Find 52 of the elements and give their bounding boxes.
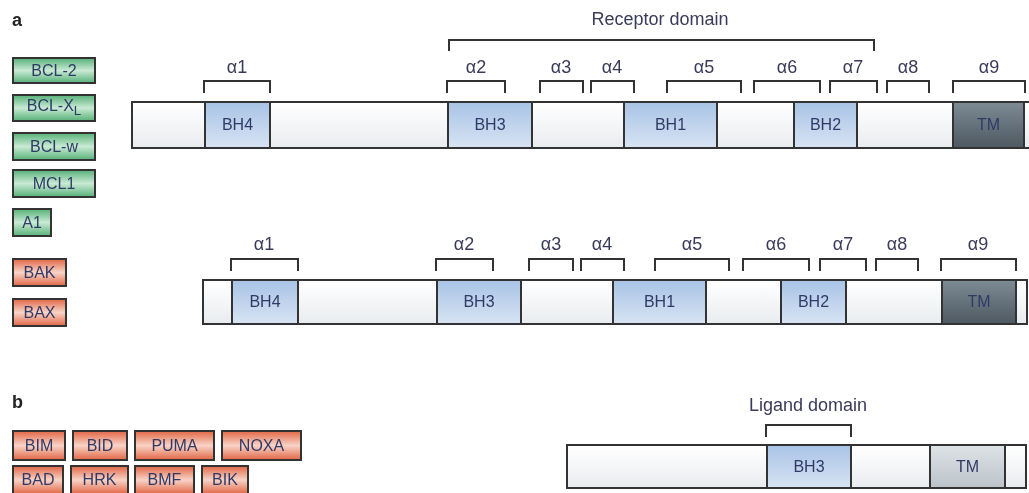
protein-name-box: BAX <box>12 298 67 327</box>
protein-name-box: BAK <box>12 258 67 287</box>
helix-label: α3 <box>540 233 562 255</box>
helix-label: α7 <box>832 233 854 255</box>
helix-label: α7 <box>842 56 864 78</box>
helix-label: α8 <box>897 56 919 78</box>
domain-segment: BH3 <box>766 446 852 487</box>
protein-name-box: BCL-2 <box>12 57 96 84</box>
protein-name-box: HRK <box>70 465 129 493</box>
domain-segment: BH4 <box>231 281 299 323</box>
domain-segment: TM <box>941 281 1017 323</box>
helix-label: α4 <box>591 233 613 255</box>
helix-label: α9 <box>978 56 1000 78</box>
protein-bar <box>131 101 1029 149</box>
helix-label: α3 <box>550 56 572 78</box>
protein-name-box: BAD <box>12 465 64 493</box>
helix-label: α8 <box>886 233 908 255</box>
domain-segment: BH3 <box>447 103 533 147</box>
protein-name-box: BID <box>72 430 128 461</box>
helix-label: α6 <box>776 56 798 78</box>
domain-segment: BH1 <box>612 281 707 323</box>
protein-name-box: BIM <box>12 430 66 461</box>
domain-segment: TM <box>952 103 1025 147</box>
domain-segment: BH2 <box>793 103 858 147</box>
domain-segment: BH2 <box>780 281 847 323</box>
domain-segment: BH4 <box>204 103 271 147</box>
protein-name-box: BCL-X$_{L}$ <box>12 94 96 122</box>
domain-segment: TM <box>929 446 1006 487</box>
protein-name-box: MCL1 <box>12 169 96 198</box>
helix-label: α5 <box>681 233 703 255</box>
protein-name-box: NOXA <box>221 430 302 461</box>
panel-letter: a <box>12 10 22 31</box>
domain-segment: BH1 <box>623 103 718 147</box>
domain-segment: BH3 <box>436 281 522 323</box>
helix-label: α1 <box>253 233 275 255</box>
domain-label: Receptor domain <box>591 8 729 30</box>
protein-bar <box>202 279 1028 325</box>
helix-label: α5 <box>693 56 715 78</box>
helix-label: α1 <box>226 56 248 78</box>
protein-name-box: BMF <box>134 465 195 493</box>
helix-label: α4 <box>601 56 623 78</box>
protein-name-box: BIK <box>201 465 249 493</box>
protein-bar <box>566 444 1027 489</box>
protein-name-box: A1 <box>12 208 52 237</box>
domain-label: Ligand domain <box>748 394 868 416</box>
helix-label: α2 <box>453 233 475 255</box>
panel-letter: b <box>12 392 23 413</box>
protein-name-box: BCL-w <box>12 132 96 161</box>
protein-name-box: PUMA <box>134 430 215 461</box>
helix-label: α6 <box>765 233 787 255</box>
helix-label: α9 <box>967 233 989 255</box>
helix-label: α2 <box>465 56 487 78</box>
